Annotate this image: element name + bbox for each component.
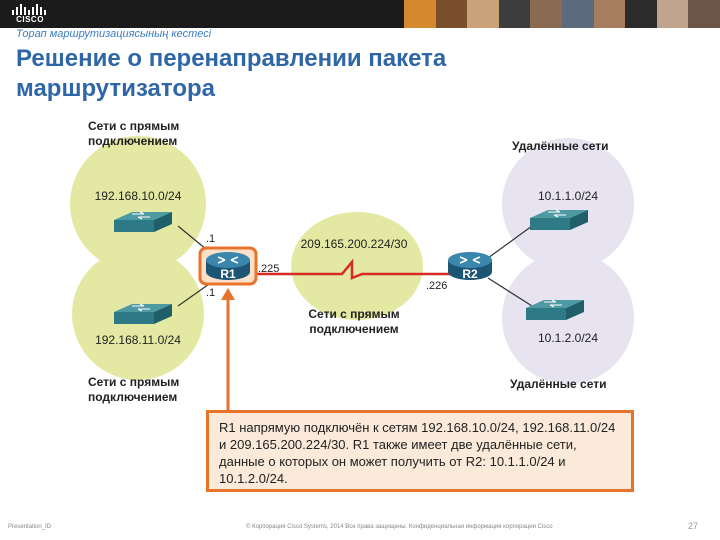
remote-bottom-label: Удалённые сети xyxy=(510,377,607,391)
r2-if-wan: .226 xyxy=(426,280,447,292)
link-r2-net5 xyxy=(487,277,533,307)
lan-zone-top xyxy=(70,136,206,272)
r1-if-bottom: .1 xyxy=(206,287,215,299)
arrow-up-icon xyxy=(221,288,235,300)
direct-top-line1: Сети с прямым xyxy=(88,119,179,133)
r2-label: R2 xyxy=(462,267,478,281)
remote-top-label: Удалённые сети xyxy=(512,139,609,153)
title-line-1: Решение о перенаправлении пакета xyxy=(16,45,447,72)
direct-mid-line2: подключением xyxy=(309,322,398,336)
remote-zone-top xyxy=(502,138,634,270)
footer-presentation-id: Presentation_ID xyxy=(8,524,52,530)
slide-subtitle: Торап маршрутизациясының кестесі xyxy=(16,28,212,40)
r1-if-wan: .225 xyxy=(258,263,279,275)
page-number: 27 xyxy=(688,521,699,531)
slide-title: Решение о перенаправлении пакета маршрут… xyxy=(16,44,616,104)
link-r1-lan2 xyxy=(177,281,213,307)
net3-label: 209.165.200.224/30 xyxy=(301,237,408,251)
header-photo-strip xyxy=(404,0,720,28)
title-line-2: маршрутизатора xyxy=(16,75,216,102)
footer-copyright: © Корпорация Cisco Systems, 2014 Все пра… xyxy=(246,524,553,530)
net5-label: 10.1.2.0/24 xyxy=(538,331,598,345)
net1-label: 192.168.10.0/24 xyxy=(95,189,182,203)
direct-top-line2: подключением xyxy=(88,134,177,148)
direct-bottom-line1: Сети с прямым xyxy=(88,375,179,389)
direct-bottom-line2: подключением xyxy=(88,390,177,404)
cisco-logo: CISCO xyxy=(8,3,52,25)
direct-mid-line1: Сети с прямым xyxy=(308,307,399,321)
logo-text: CISCO xyxy=(16,15,44,24)
r1-label: R1 xyxy=(220,267,236,281)
r1-if-top: .1 xyxy=(206,233,215,245)
link-r2-net4 xyxy=(487,225,533,259)
explanation-note: R1 напрямую подключён к сетям 192.168.10… xyxy=(206,410,634,492)
top-bar: CISCO xyxy=(0,0,720,28)
net4-label: 10.1.1.0/24 xyxy=(538,189,598,203)
net2-label: 192.168.11.0/24 xyxy=(95,333,181,347)
wan-zone xyxy=(291,212,423,320)
serial-link xyxy=(250,258,458,280)
